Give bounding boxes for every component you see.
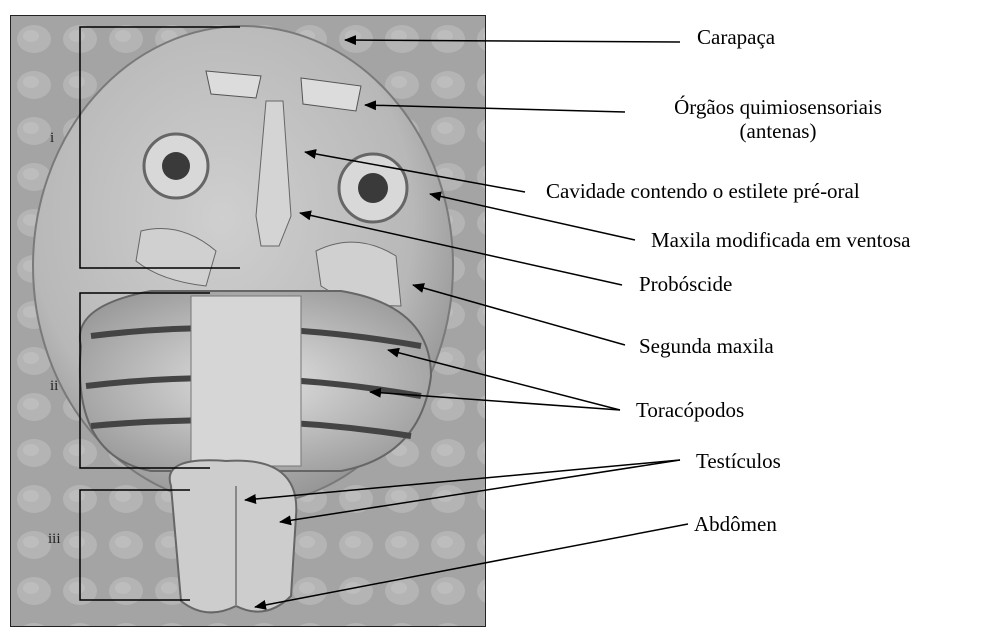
label-chemosensory-organs: Órgãos quimiosensoriais (antenas) xyxy=(638,95,918,143)
label-chemosensory-line1: Órgãos quimiosensoriais xyxy=(638,95,918,119)
label-thoracopods: Toracópodos xyxy=(636,398,744,422)
label-carapace: Carapaça xyxy=(697,25,775,49)
label-chemosensory-line2: (antenas) xyxy=(638,119,918,143)
specimen-illustration xyxy=(11,16,485,626)
region-label-ii: ii xyxy=(50,378,58,395)
abdomen-shape xyxy=(170,460,297,612)
label-maxilla-sucker: Maxila modificada em ventosa xyxy=(651,228,911,252)
label-testicles: Testículos xyxy=(696,449,781,473)
region-label-i: i xyxy=(50,130,54,147)
label-cavity: Cavidade contendo o estilete pré-oral xyxy=(546,179,860,203)
region-label-iii: iii xyxy=(48,531,61,548)
label-abdomen: Abdômen xyxy=(694,512,777,536)
sem-micrograph xyxy=(10,15,486,627)
label-second-maxilla: Segunda maxila xyxy=(639,334,774,358)
label-proboscis: Probóscide xyxy=(639,272,732,296)
